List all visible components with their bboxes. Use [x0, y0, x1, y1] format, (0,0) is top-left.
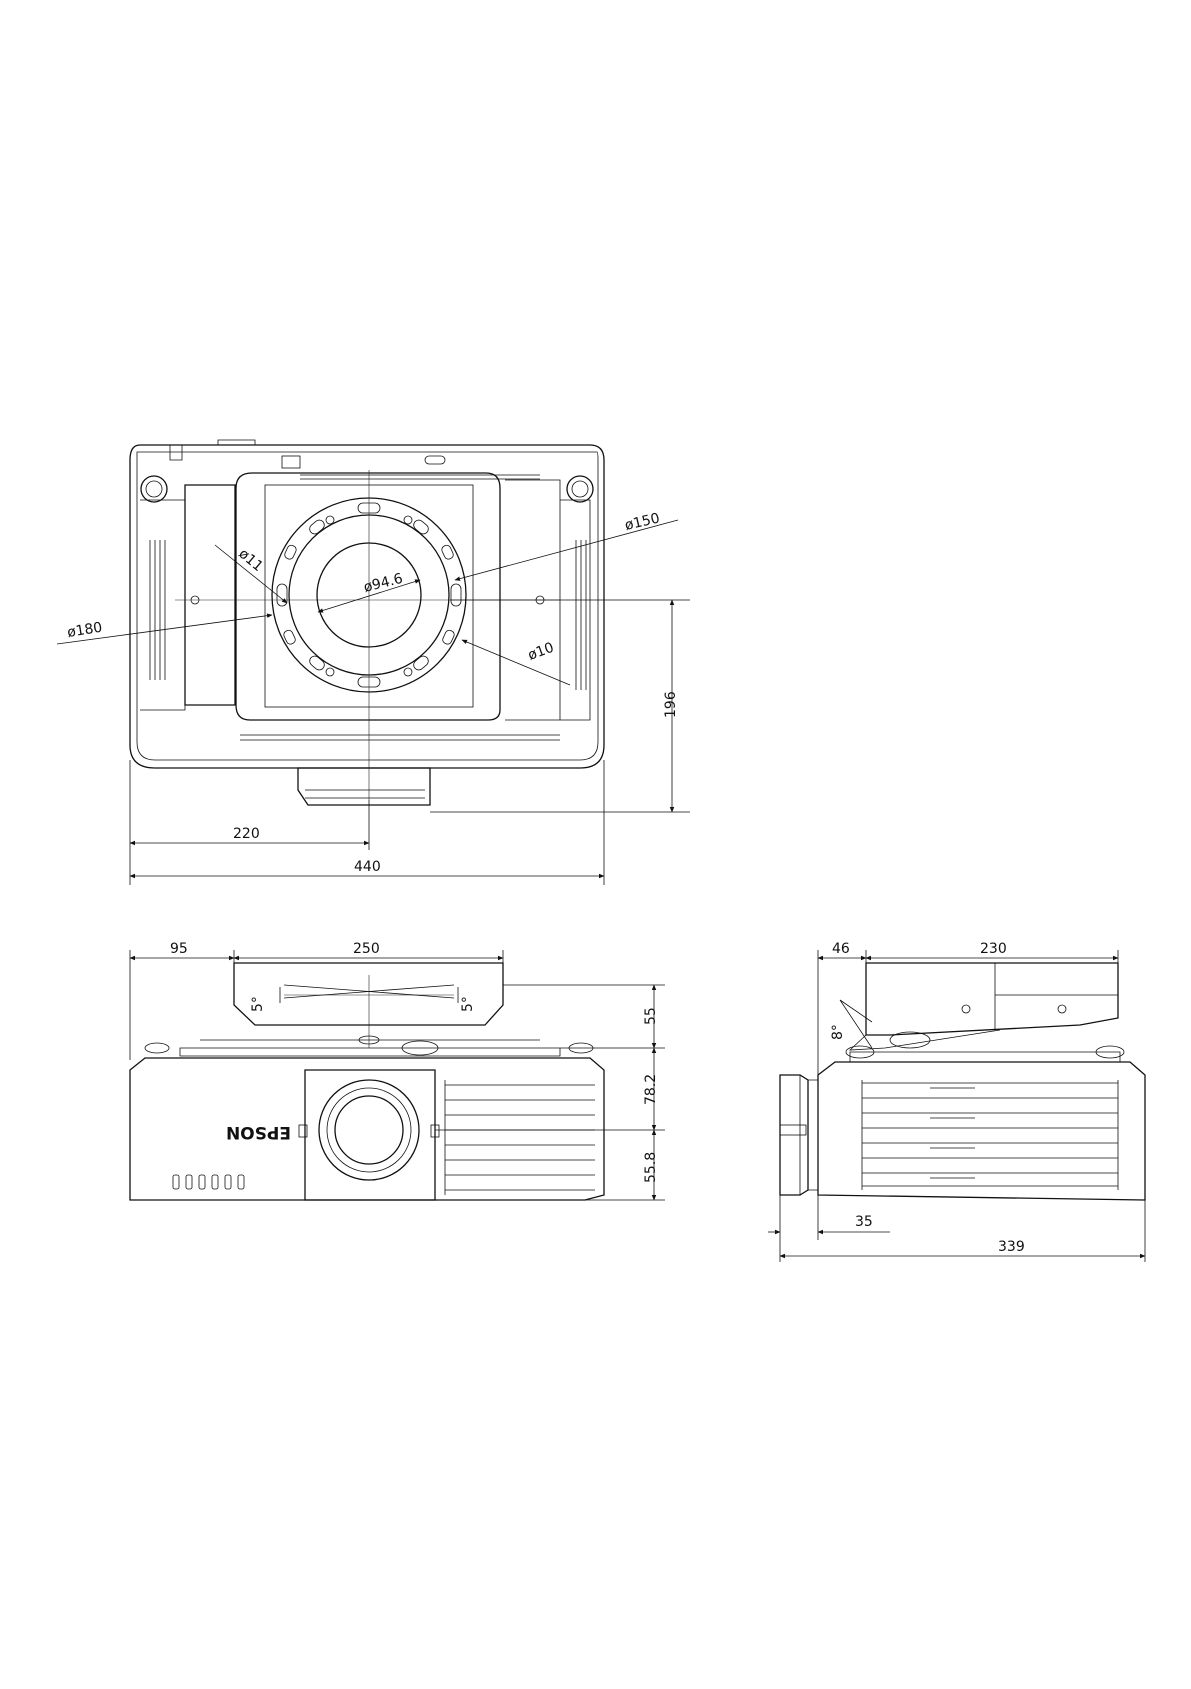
- dim-46-label: 46: [832, 941, 850, 957]
- dim-339-label: 339: [998, 1239, 1025, 1255]
- tilt-8-label: 8°: [830, 1024, 846, 1040]
- vent-slats: [445, 1080, 595, 1195]
- tilt-right-label: 5°: [460, 996, 476, 1012]
- ceiling-bracket-front: [234, 963, 503, 1025]
- front-view: 5° 5° EPSON: [130, 941, 665, 1200]
- dia-11-label: ø11: [235, 546, 266, 575]
- projector-body-front: [130, 1058, 604, 1200]
- dim-35-label: 35: [855, 1214, 873, 1230]
- top-view: ø180 ø150 ø94.6 ø11 ø10 196 220 440: [57, 440, 690, 885]
- side-view: 8° 46 230 35 339: [768, 941, 1145, 1262]
- ceiling-bracket-side: [866, 963, 1118, 1035]
- epson-logo: EPSON: [226, 1122, 291, 1142]
- dim-196-label: 196: [663, 691, 679, 718]
- lens-outer: [319, 1080, 419, 1180]
- tilt-left-label: 5°: [250, 996, 266, 1012]
- dim-230-label: 230: [980, 941, 1007, 957]
- dim-440-label: 440: [354, 859, 381, 875]
- dia-94-label: ø94.6: [362, 571, 405, 596]
- dim-78-label: 78.2: [643, 1074, 659, 1105]
- dim-250-label: 250: [353, 941, 380, 957]
- dim-55-8-label: 55.8: [643, 1152, 659, 1183]
- lens-inner: [335, 1096, 403, 1164]
- dim-220-label: 220: [233, 826, 260, 842]
- dim-95-label: 95: [170, 941, 188, 957]
- side-vent-slats: [862, 1080, 1118, 1190]
- dia-10-label: ø10: [526, 640, 556, 664]
- dim-55-label: 55: [643, 1007, 659, 1025]
- dia-150-label: ø150: [623, 510, 661, 534]
- dia-180-label: ø180: [66, 620, 103, 641]
